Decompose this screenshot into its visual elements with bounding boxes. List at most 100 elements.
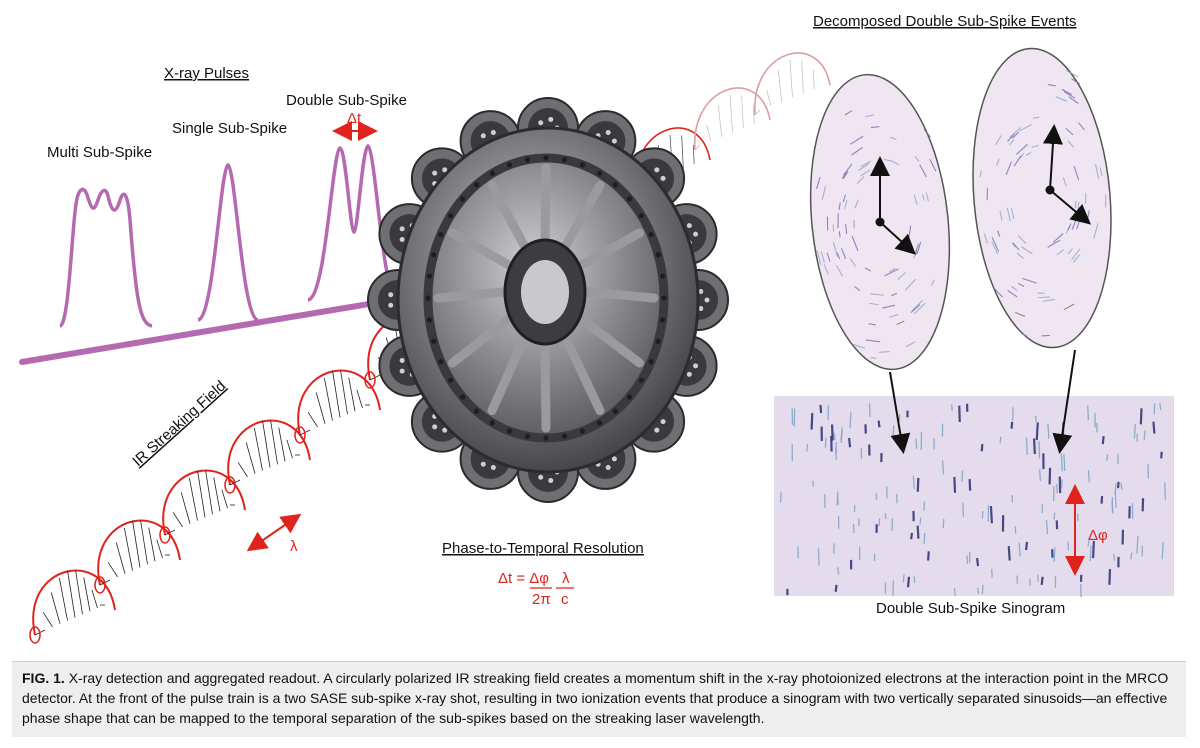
disk-streak (844, 110, 853, 116)
detector-bolt (489, 420, 496, 426)
sinogram-streak (812, 480, 815, 487)
disk-streak (897, 272, 906, 280)
lambda-arrow (246, 513, 302, 552)
helix-exit-strand (741, 95, 744, 129)
sinogram-streak (824, 437, 827, 448)
detector-module-pin (693, 363, 699, 369)
sinogram-streak (975, 558, 980, 567)
disk-streak (870, 293, 884, 296)
detector-bolt (543, 155, 549, 161)
formula-denominator-c: c (561, 591, 569, 608)
phase-to-temporal-title: Phase-to-Temporal Resolution (442, 540, 644, 557)
helix-strand (83, 577, 91, 612)
xray-pulses-title: X-ray Pulses (164, 65, 249, 82)
disk-streak (851, 146, 863, 156)
sinogram-streak (1106, 454, 1109, 461)
figure: X-ray Pulses Multi Sub-Spike Single Sub-… (19, 13, 1174, 644)
helix-strand (213, 477, 221, 512)
disk-streak (878, 351, 890, 353)
sinogram-streak (868, 403, 871, 417)
sinogram-streak (848, 437, 852, 448)
helix-exit-strand (706, 124, 712, 141)
detector-bolt (659, 317, 666, 323)
disk-streak (1016, 252, 1024, 259)
disk-streak (889, 136, 897, 141)
disk-streak (914, 302, 926, 315)
sinogram-streak (942, 460, 945, 475)
sinogram-streak (989, 506, 993, 524)
sinogram-streak (910, 532, 914, 540)
detector-bolt (447, 377, 454, 383)
disk-streak (890, 160, 900, 166)
disk-streak (1041, 334, 1050, 337)
helix-foot (294, 426, 306, 444)
disk-streak (1071, 248, 1081, 261)
disk-streak (914, 155, 920, 162)
single-sub-spike-pulse (196, 162, 260, 322)
disk-streak (1072, 254, 1081, 263)
sinogram-streak (1100, 496, 1104, 504)
sinogram-streak (779, 492, 782, 503)
helix-exit-strand (692, 144, 695, 165)
disk-streak (1017, 235, 1027, 244)
disk-streak (1061, 88, 1073, 96)
helix-strand (172, 512, 183, 528)
disk-streak (841, 172, 847, 179)
detector-bolt (579, 162, 586, 168)
sinogram-streak (1063, 453, 1066, 471)
detector-bolt (596, 170, 603, 176)
caption-text: X-ray detection and aggregated readout. … (22, 670, 1169, 726)
sinogram-streak (1089, 545, 1092, 562)
figure-caption: FIG. 1. X-ray detection and aggregated r… (12, 661, 1186, 737)
detector-spoke (576, 228, 645, 270)
mrco-detector (367, 97, 729, 503)
helix-strand (148, 527, 156, 562)
disk-1-to-sinogram-arrow (889, 371, 911, 454)
detector-bolt (438, 231, 444, 238)
helix-exit-strand (754, 109, 761, 116)
sinogram-streak (1143, 430, 1146, 440)
disk-streak (1008, 139, 1015, 146)
detector-spoke (433, 287, 508, 303)
disk-streak (1094, 164, 1100, 180)
sinogram-streak (1111, 501, 1114, 514)
detector-spoke (561, 334, 605, 416)
disk-streak (1025, 151, 1032, 157)
disk-streak (849, 257, 857, 267)
detector-module-pin (548, 478, 554, 484)
disk-streak (869, 302, 879, 306)
detector-bolt (543, 435, 549, 441)
sinogram-streak (1114, 483, 1117, 495)
sinogram-streak (1034, 415, 1037, 423)
sinogram-streak (942, 518, 945, 529)
sinogram-streak (1164, 482, 1167, 500)
helix-exit-strand (801, 60, 804, 94)
helix-exit-strand (717, 105, 723, 137)
helix-strand (140, 520, 148, 565)
disk-streak (896, 320, 905, 326)
sinogram-streak (805, 443, 809, 452)
helix-strand (245, 442, 256, 474)
disk-streak (860, 169, 871, 177)
disk-streak (853, 343, 866, 350)
detector-spoke (487, 334, 529, 416)
disk-1-hand-down (879, 221, 916, 255)
disk-streak (1047, 239, 1061, 248)
disk-streak (870, 126, 880, 129)
helix-strand (323, 377, 333, 421)
disk-streak (1031, 144, 1039, 148)
double-sub-spike-label: Double Sub-Spike (286, 92, 407, 109)
disk-streak (870, 357, 877, 359)
disk-streak (1015, 311, 1026, 317)
double-sub-spike-pulse (307, 143, 400, 302)
helix-foot (224, 476, 236, 494)
detector-module-pin (432, 170, 438, 176)
detector-spoke (540, 163, 551, 243)
detector-bolt (431, 252, 437, 258)
disk-streak (868, 323, 876, 326)
sinogram-streak (1087, 540, 1090, 547)
helix-strand (286, 439, 293, 459)
disk-streak (836, 252, 841, 260)
helix-loop-1 (97, 519, 181, 586)
sinogram-streak (1024, 541, 1029, 551)
